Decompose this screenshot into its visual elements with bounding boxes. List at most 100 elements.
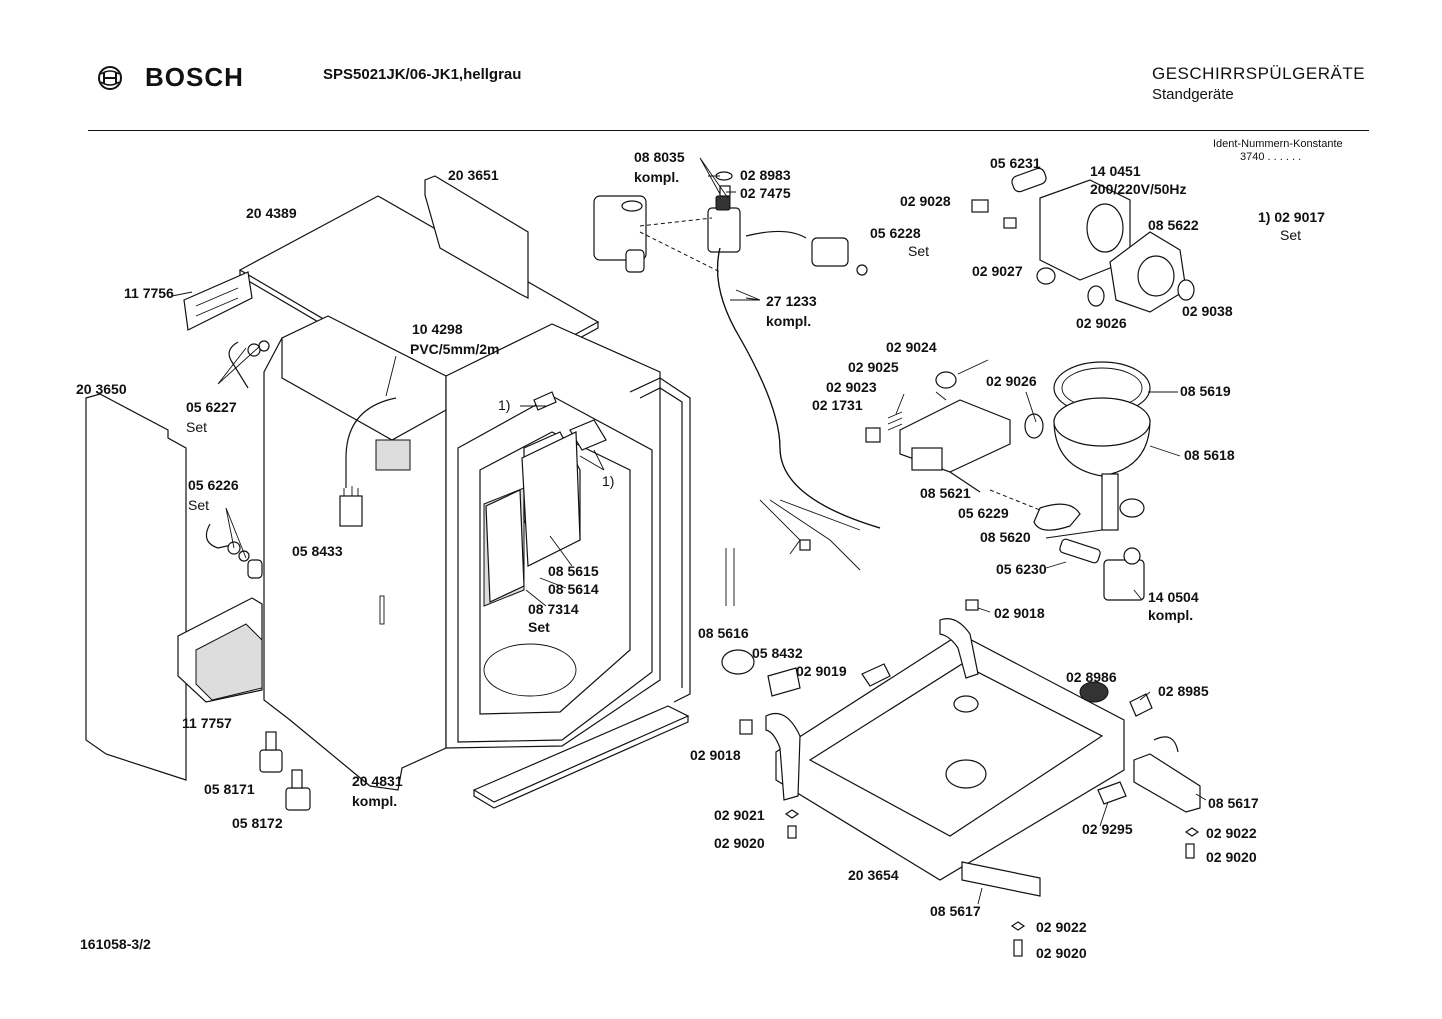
label-056230: 05 6230 — [996, 561, 1047, 577]
valve-2-stem — [291, 769, 303, 789]
label-056226: 05 6226 — [188, 477, 239, 493]
label-029020b: 02 9020 — [1206, 849, 1257, 865]
label-085618: 08 5618 — [1184, 447, 1235, 463]
float-5616 — [721, 649, 755, 675]
label-voltage: 200/220V/50Hz — [1090, 181, 1187, 197]
label-029022b: 02 9022 — [1036, 919, 1087, 935]
clip-9028 — [971, 199, 989, 213]
wire-harness — [759, 499, 861, 571]
base-rear-arm — [939, 618, 979, 679]
label-204831: 20 4831 — [352, 773, 403, 789]
oring-9026 — [1087, 285, 1105, 307]
side-wall-part — [263, 315, 447, 791]
label-028983: 02 8983 — [740, 167, 791, 183]
label-271233: 27 1233 — [766, 293, 817, 309]
side-panel-part — [85, 393, 187, 781]
drain-pump-inlet — [1123, 547, 1141, 565]
label-203650: 20 3650 — [76, 381, 127, 397]
screw-9020b — [1185, 843, 1195, 859]
bosch-logo-icon — [98, 66, 122, 90]
leader-1233 — [730, 289, 761, 301]
label-087314: 08 7314 — [528, 601, 579, 617]
label-029018a: 02 9018 — [690, 747, 741, 763]
label-027475: 02 7475 — [740, 185, 791, 201]
foot-5617b — [961, 861, 1041, 897]
clip-9019 — [861, 663, 891, 687]
leader-9026b — [1025, 391, 1037, 423]
oring-9038 — [1177, 279, 1195, 301]
side-wall-cutout — [375, 439, 411, 471]
label-021731: 02 1731 — [812, 397, 863, 413]
label-058432: 05 8432 — [752, 645, 803, 661]
label-085621: 08 5621 — [920, 485, 971, 501]
pump-housing-port — [1137, 255, 1175, 297]
connector-6228 — [811, 237, 849, 267]
label-058171: 05 8171 — [204, 781, 255, 797]
hose-lower-part — [205, 523, 237, 549]
label-203654: 20 3654 — [848, 867, 899, 883]
hose-piece-6230 — [1059, 538, 1101, 564]
label-056227: 05 6227 — [186, 399, 237, 415]
label-056228: 05 6228 — [870, 225, 921, 241]
document-number: 161058-3/2 — [80, 936, 151, 952]
label-204389: 20 4389 — [246, 205, 297, 221]
label-087314-set: Set — [528, 619, 550, 635]
label-203651: 20 3651 — [448, 167, 499, 183]
leader-6227 — [217, 345, 261, 385]
leader-4298 — [385, 355, 397, 397]
frame-5615-part — [521, 431, 581, 567]
leader-8985 — [1139, 691, 1151, 701]
part-labels: 20 3651 20 4389 11 7756 20 3650 05 6227 … — [76, 149, 1325, 961]
label-104298: 10 4298 — [412, 321, 463, 337]
heater-terminal — [911, 447, 943, 471]
header-divider — [88, 130, 1369, 131]
clip-9295 — [1097, 781, 1127, 805]
door-seal-part — [629, 377, 691, 703]
bracket-detail — [195, 287, 239, 317]
label-note-1b: 1) — [602, 473, 614, 489]
ring-5620 — [1119, 498, 1145, 518]
brand-name: BOSCH — [145, 62, 244, 92]
label-085617b: 08 5617 — [930, 903, 981, 919]
label-085617a: 08 5617 — [1208, 795, 1259, 811]
ident-value: 3740 . . . . . . — [1240, 151, 1302, 163]
label-pvc: PVC/5mm/2m — [410, 341, 499, 357]
leader-5620-6230 — [1045, 529, 1103, 569]
pump-motor-face — [1086, 203, 1124, 253]
label-056231: 05 6231 — [990, 155, 1041, 171]
hose-clamp — [247, 343, 261, 357]
capacitor-6231 — [1011, 167, 1047, 193]
label-271233-kompl: kompl. — [766, 313, 811, 329]
leader-tub-frames — [525, 535, 573, 607]
label-088035-kompl: kompl. — [634, 169, 679, 185]
leader-dash-1 — [639, 217, 721, 273]
cap-9025 — [935, 371, 957, 389]
bushing-9027 — [1036, 267, 1056, 285]
heater-outlet — [949, 471, 981, 493]
label-056228-set: Set — [908, 243, 929, 259]
label-140451: 14 0451 — [1090, 163, 1141, 179]
label-204831-kompl: kompl. — [352, 793, 397, 809]
clip-9018b — [965, 599, 979, 611]
clip-2-part — [569, 419, 607, 451]
label-029024: 02 9024 — [886, 339, 937, 355]
seal-9026b — [1024, 413, 1044, 439]
hose-lower-clamp-2 — [238, 550, 250, 562]
screw-9020c — [1013, 939, 1023, 957]
leader-heater-parts — [895, 359, 989, 415]
label-029295: 02 9295 — [1082, 821, 1133, 837]
label-117757: 11 7757 — [182, 715, 232, 731]
clip-8985 — [1129, 693, 1153, 717]
pvc-tube-part — [345, 397, 397, 488]
dispenser-spout — [625, 249, 645, 273]
leader-8983-7475 — [708, 175, 736, 193]
label-085622: 08 5622 — [1148, 217, 1199, 233]
leader-dash-2 — [989, 489, 1041, 511]
tub-floor-sump — [483, 643, 577, 697]
label-085615: 08 5615 — [548, 563, 599, 579]
clip-9018a — [739, 719, 753, 735]
label-088035: 08 8035 — [634, 149, 685, 165]
leader-5617a — [1195, 793, 1207, 801]
label-085619: 08 5619 — [1180, 383, 1231, 399]
